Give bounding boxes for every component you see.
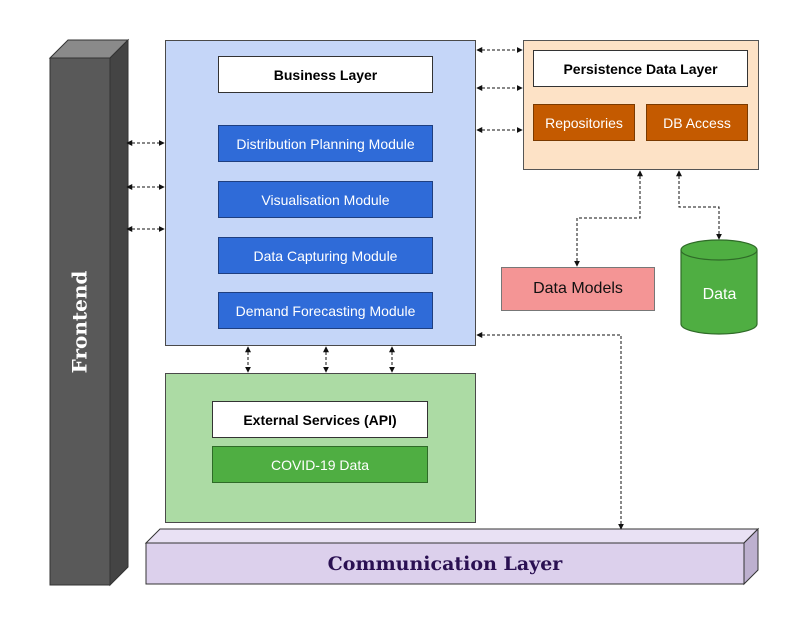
covid-19-data-box: COVID-19 Data [212,446,428,483]
demand-forecasting-module: Demand Forecasting Module [218,292,433,329]
db-access-box: DB Access [646,104,748,141]
business-communication-arrow [476,332,624,530]
persistence-layer-title: Persistence Data Layer [533,50,748,87]
persistence-data-arrow [676,170,722,240]
external-services-title: External Services (API) [212,401,428,438]
data-store-label: Data [702,286,737,303]
data-capturing-module: Data Capturing Module [218,237,433,274]
distribution-planning-module: Distribution Planning Module [218,125,433,162]
business-layer-title: Business Layer [218,56,433,93]
persistence-datamodels-arrow [574,170,643,267]
repositories-box: Repositories [533,104,635,141]
communication-layer-label: Communication Layer [327,552,563,575]
data-models-box: Data Models [501,267,655,311]
visualisation-module: Visualisation Module [218,181,433,218]
